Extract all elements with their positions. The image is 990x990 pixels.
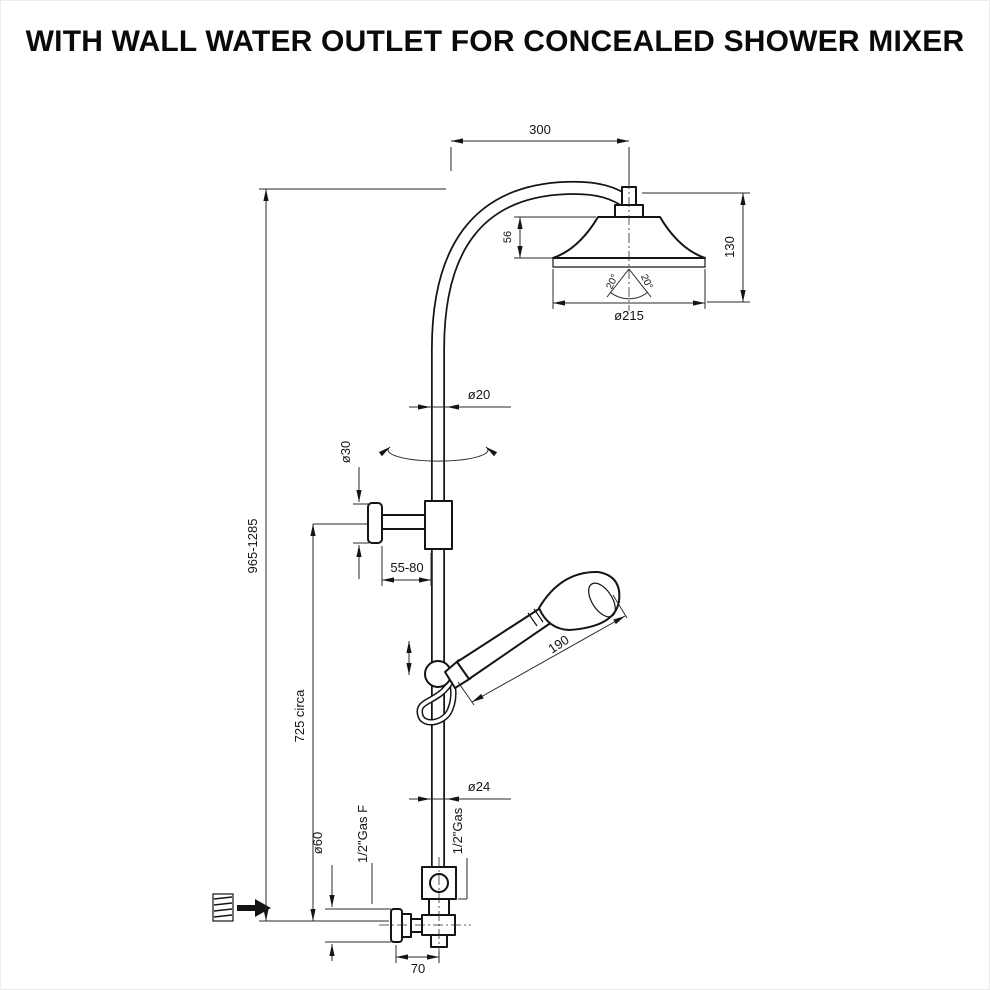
dim-outlet-height: 725 circa [292, 523, 367, 921]
handshower-face [588, 582, 616, 618]
dim-bracket-reach-label: 55-80 [390, 560, 423, 575]
rotation-arrow [378, 446, 498, 462]
dim-top-width: 300 [450, 122, 630, 185]
dim-column-height-label: 965-1285 [245, 519, 260, 574]
dim-head-height-label: 130 [722, 236, 737, 258]
label-wall-thread: 1/2"Gas F [355, 805, 373, 904]
handshower-thread-label: 1/2"Gas [450, 807, 465, 854]
dim-head-diameter-label: ø215 [614, 308, 644, 323]
page-title: WITH WALL WATER OUTLET FOR CONCEALED SHO… [25, 25, 965, 58]
bracket-flange [367, 502, 383, 544]
bracket-sleeve [424, 500, 453, 550]
handshower-handle [456, 606, 553, 680]
dim-lower-riser-diameter-label: ø24 [468, 779, 490, 794]
wall-symbol [212, 893, 271, 922]
angle-left-label: 20° [605, 273, 621, 291]
bottom-outlet-assembly [379, 857, 471, 951]
wall-thread-label: 1/2"Gas F [355, 805, 370, 863]
dim-head-diameter: ø215 [552, 269, 706, 323]
wall-bracket [367, 500, 453, 550]
dim-outlet-height-label: 725 circa [292, 689, 307, 743]
dim-wall-offset-label: 70 [411, 961, 425, 976]
label-handshower-thread: 1/2"Gas [450, 807, 468, 900]
spray-cone-arc [609, 291, 649, 300]
dim-top-width-label: 300 [529, 122, 551, 137]
wall-nut [401, 913, 412, 938]
hose [416, 679, 457, 726]
wall-direction-arrow-icon [237, 899, 271, 917]
dim-escutcheon-diameter: ø60 [310, 832, 391, 961]
dim-head-rim-label: 56 [502, 231, 514, 243]
dim-handshower-length-label: 190 [545, 632, 571, 656]
dim-head-height: 130 [642, 192, 750, 303]
dim-riser-diameter: ø20 [409, 387, 511, 410]
rotation-indicator [378, 446, 498, 462]
dim-flange-diameter-label: ø30 [338, 441, 353, 463]
wall-pipe [410, 918, 423, 933]
dim-wall-offset: 70 [395, 945, 440, 976]
dim-column-height: 965-1285 [245, 188, 446, 922]
dim-flange-diameter: ø30 [338, 441, 369, 579]
dim-bracket-reach: 55-80 [381, 546, 432, 586]
head-rim [552, 258, 706, 268]
spray-angles: 20° 20° [605, 273, 655, 291]
riser-pipe [431, 180, 636, 869]
dim-riser-diameter-label: ø20 [468, 387, 490, 402]
hand-shower [444, 570, 621, 689]
angle-right-label: 20° [638, 273, 654, 291]
bracket-arm [381, 514, 428, 530]
handshower-head [538, 570, 621, 631]
wall-escutcheon [390, 908, 403, 943]
dim-lower-riser-diameter: ø24 [409, 779, 511, 802]
dim-head-rim: 56 [502, 216, 596, 259]
dim-escutcheon-diameter-label: ø60 [310, 832, 325, 854]
